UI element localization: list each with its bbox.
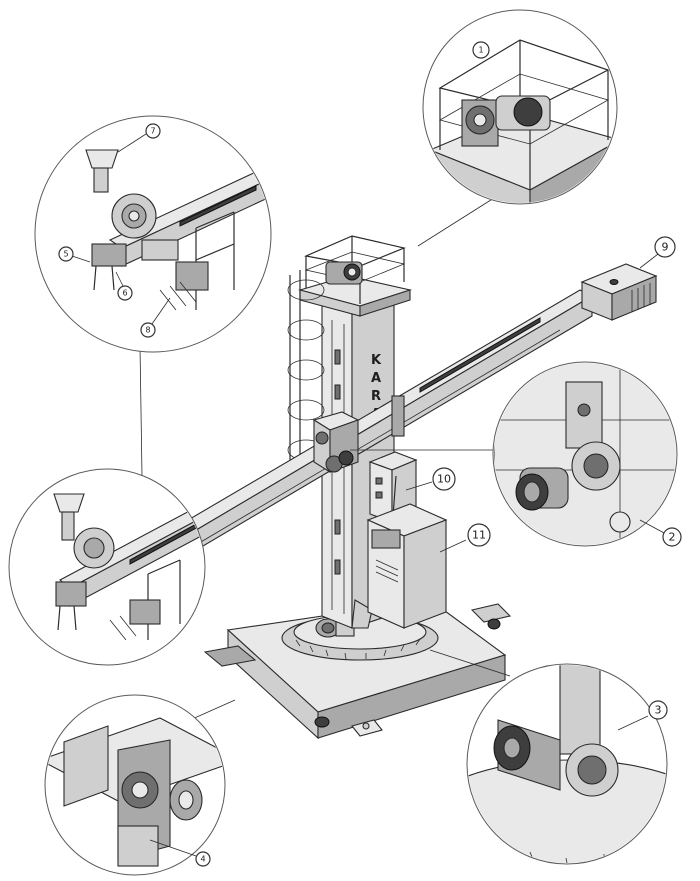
svg-text:5: 5 xyxy=(63,250,68,259)
boom-end-fitting xyxy=(580,263,658,321)
top-platform xyxy=(303,235,406,304)
callout-2: 2 xyxy=(639,519,682,547)
ladder xyxy=(287,270,325,470)
power-source xyxy=(366,503,448,629)
callout-9: 9 xyxy=(639,236,676,269)
callout-11: 11 xyxy=(439,523,491,553)
svg-text:7: 7 xyxy=(150,127,155,136)
callout-6: 6 xyxy=(115,271,133,301)
callout-8: 8 xyxy=(140,297,171,338)
boom-carriage xyxy=(312,395,405,473)
svg-text:1: 1 xyxy=(478,46,483,55)
svg-text:3: 3 xyxy=(655,704,662,717)
callout-4: 4 xyxy=(149,839,211,867)
svg-text:6: 6 xyxy=(122,289,127,298)
brand-letter-r: R xyxy=(371,389,381,404)
callout-5: 5 xyxy=(58,246,91,263)
detail-carriage-motor xyxy=(44,694,226,876)
detail-welding-head-top xyxy=(34,115,272,353)
detail-welding-head-side xyxy=(8,468,206,666)
detail-top-drive xyxy=(422,9,618,205)
detail-leaders xyxy=(139,197,511,721)
callout-7: 7 xyxy=(117,123,161,153)
svg-text:4: 4 xyxy=(200,855,205,864)
svg-text:2: 2 xyxy=(669,531,676,544)
callout-1: 1 xyxy=(472,41,490,59)
detail-rotation-gearbox xyxy=(466,663,668,865)
svg-text:8: 8 xyxy=(145,326,150,335)
brand-letter-k: K xyxy=(371,353,382,368)
brand-letter-a1: A xyxy=(371,371,381,386)
detail-boom-motor xyxy=(492,361,678,547)
svg-text:10: 10 xyxy=(437,473,451,486)
callout-3: 3 xyxy=(617,700,668,731)
main-machine: K A R A xyxy=(118,235,658,740)
callout-10: 10 xyxy=(405,467,456,491)
svg-text:9: 9 xyxy=(662,241,669,254)
svg-text:11: 11 xyxy=(472,529,486,542)
